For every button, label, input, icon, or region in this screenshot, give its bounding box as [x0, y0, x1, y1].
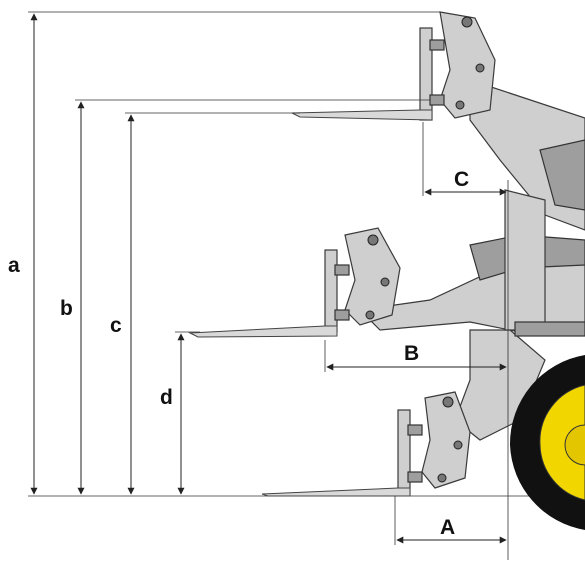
label-B: B [404, 342, 419, 365]
loader-arm [358, 79, 585, 441]
wheel [509, 355, 585, 530]
dimension-B [324, 340, 507, 372]
label-b: b [60, 297, 73, 320]
dimension-C [422, 122, 509, 560]
label-c: c [110, 314, 122, 337]
dimension-A [394, 496, 507, 545]
dimension-b [75, 99, 430, 495]
label-A: A [440, 516, 455, 539]
dimension-c [125, 112, 300, 495]
dimension-a [28, 11, 440, 495]
label-a: a [8, 254, 20, 277]
label-C: C [454, 168, 469, 191]
attachment-middle [188, 227, 401, 338]
attachment-bottom [261, 391, 471, 497]
dimension-d [175, 331, 200, 495]
label-d: d [160, 386, 173, 409]
attachment-top [291, 11, 496, 121]
